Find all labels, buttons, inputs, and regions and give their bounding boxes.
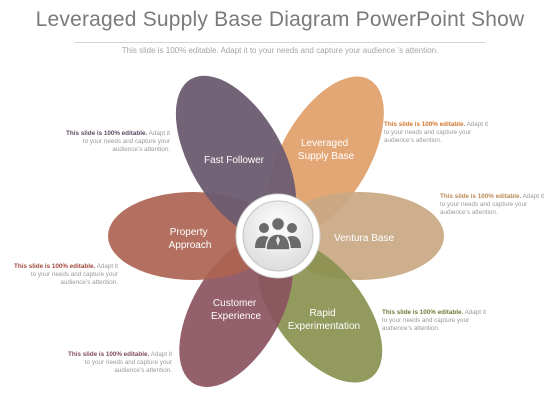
slide-subtitle: This slide is 100% editable. Adapt it to… bbox=[121, 46, 439, 55]
label-customer-experience: Customer Experience bbox=[211, 298, 261, 322]
note-property-approach-text: Adapt it to your needs and capture your … bbox=[30, 263, 118, 286]
note-property-approach-bold: This slide is 100% editable. bbox=[14, 263, 96, 270]
note-ventura-base-text: Adapt it to your needs and capture your … bbox=[440, 193, 544, 216]
slide-title: Leveraged Supply Base Diagram PowerPoint… bbox=[35, 8, 525, 31]
note-property-approach: This slide is 100% editable. Adapt it to… bbox=[10, 263, 118, 286]
label-leveraged-supply-base-line-2: Supply Base bbox=[298, 151, 355, 162]
label-leveraged-supply-base-line-1: Leveraged bbox=[301, 138, 348, 149]
label-ventura-base-line-1: Ventura Base bbox=[334, 233, 394, 244]
label-rapid-experimentation-line-2: Experimentation bbox=[288, 321, 360, 332]
people-group-icon bbox=[255, 216, 301, 251]
note-fast-follower-text: Adapt it to your needs and capture your … bbox=[82, 130, 170, 153]
label-leveraged-supply-base: Leveraged Supply Base bbox=[298, 138, 355, 162]
petal-leveraged-supply-base[interactable] bbox=[244, 58, 407, 253]
note-leveraged-supply-base-text: Adapt it to your needs and capture your … bbox=[384, 121, 488, 144]
label-ventura-base: Ventura Base bbox=[334, 233, 394, 244]
label-customer-experience-line-2: Experience bbox=[211, 311, 261, 322]
title-divider bbox=[75, 42, 485, 43]
label-rapid-experimentation-line-1: Rapid bbox=[310, 308, 336, 319]
label-fast-follower-line-1: Fast Follower bbox=[204, 155, 265, 166]
note-customer-experience-bold: This slide is 100% editable. bbox=[68, 351, 150, 358]
note-fast-follower-bold: This slide is 100% editable. bbox=[66, 130, 148, 137]
note-ventura-base-bold: This slide is 100% editable. bbox=[440, 193, 522, 200]
note-ventura-base: This slide is 100% editable. Adapt it to… bbox=[440, 193, 548, 216]
center-hub bbox=[235, 193, 321, 279]
label-customer-experience-line-1: Customer bbox=[213, 298, 257, 309]
label-rapid-experimentation: Rapid Experimentation bbox=[288, 308, 360, 332]
note-leveraged-supply-base-bold: This slide is 100% editable. bbox=[384, 121, 466, 128]
note-customer-experience: This slide is 100% editable. Adapt it to… bbox=[64, 351, 172, 374]
label-fast-follower: Fast Follower bbox=[204, 155, 265, 166]
note-leveraged-supply-base: This slide is 100% editable. Adapt it to… bbox=[384, 121, 492, 144]
note-customer-experience-text: Adapt it to your needs and capture your … bbox=[84, 351, 172, 374]
note-rapid-experimentation-text: Adapt it to your needs and capture your … bbox=[382, 309, 486, 332]
label-property-approach: Property Approach bbox=[169, 227, 212, 251]
label-property-approach-line-1: Property bbox=[170, 227, 208, 238]
note-rapid-experimentation: This slide is 100% editable. Adapt it to… bbox=[382, 309, 490, 332]
note-rapid-experimentation-bold: This slide is 100% editable. bbox=[382, 309, 464, 316]
note-fast-follower: This slide is 100% editable. Adapt it to… bbox=[62, 130, 170, 153]
label-property-approach-line-2: Approach bbox=[169, 240, 212, 251]
